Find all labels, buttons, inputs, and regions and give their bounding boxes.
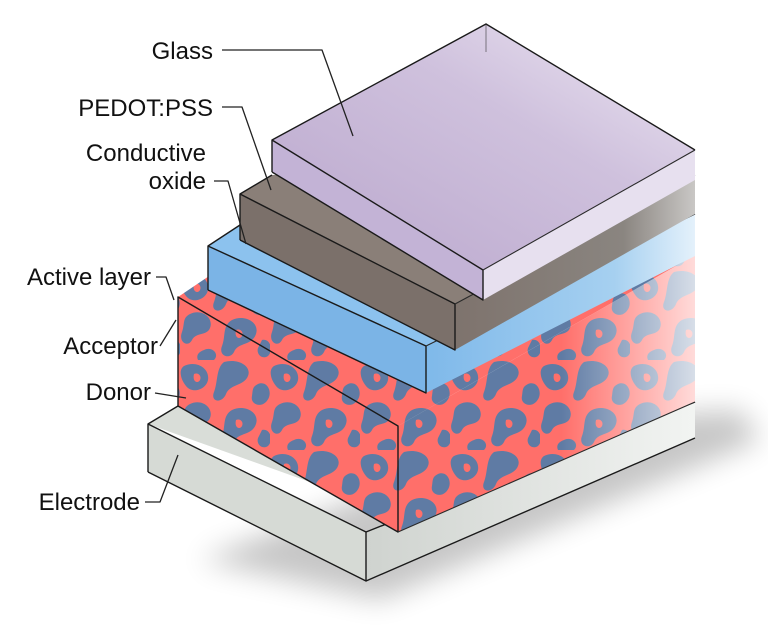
label-electrode: Electrode: [39, 489, 140, 516]
conductive-oxide-leader: [214, 180, 247, 245]
label-conductive-oxide-line2: oxide: [149, 168, 206, 195]
label-conductive-oxide-line1: Conductive: [86, 140, 206, 167]
active-layer-front-face: [178, 297, 398, 532]
leader-lines: [145, 49, 354, 503]
pedot-leader: [222, 106, 272, 191]
electrode-front-face: [148, 424, 366, 581]
label-donor: Donor: [86, 379, 151, 406]
glass-top-face: [272, 24, 695, 270]
acceptor-leader: [159, 319, 177, 347]
glass-leader: [222, 49, 354, 137]
labels: Glass PEDOT:PSS Conductive oxide Active …: [27, 38, 213, 516]
donor-leader: [154, 392, 187, 399]
label-pedot-pss: PEDOT:PSS: [78, 95, 213, 122]
label-acceptor: Acceptor: [63, 333, 158, 360]
pedot-front-face: [240, 194, 455, 350]
glass-front-face: [272, 140, 483, 300]
active-layer-fade: [398, 255, 695, 532]
conductive-oxide-side-face: [426, 214, 695, 393]
label-glass: Glass: [152, 38, 213, 65]
glass-layer: [271, 23, 696, 301]
glass-side-face: [483, 150, 695, 300]
label-active-layer: Active layer: [27, 264, 151, 291]
conductive-oxide-front-face: [208, 246, 426, 393]
electrode-side-face: [366, 402, 695, 581]
pedot-side-face: [455, 175, 695, 350]
electrode-leader: [145, 454, 179, 503]
active-layer-leader: [156, 276, 175, 301]
